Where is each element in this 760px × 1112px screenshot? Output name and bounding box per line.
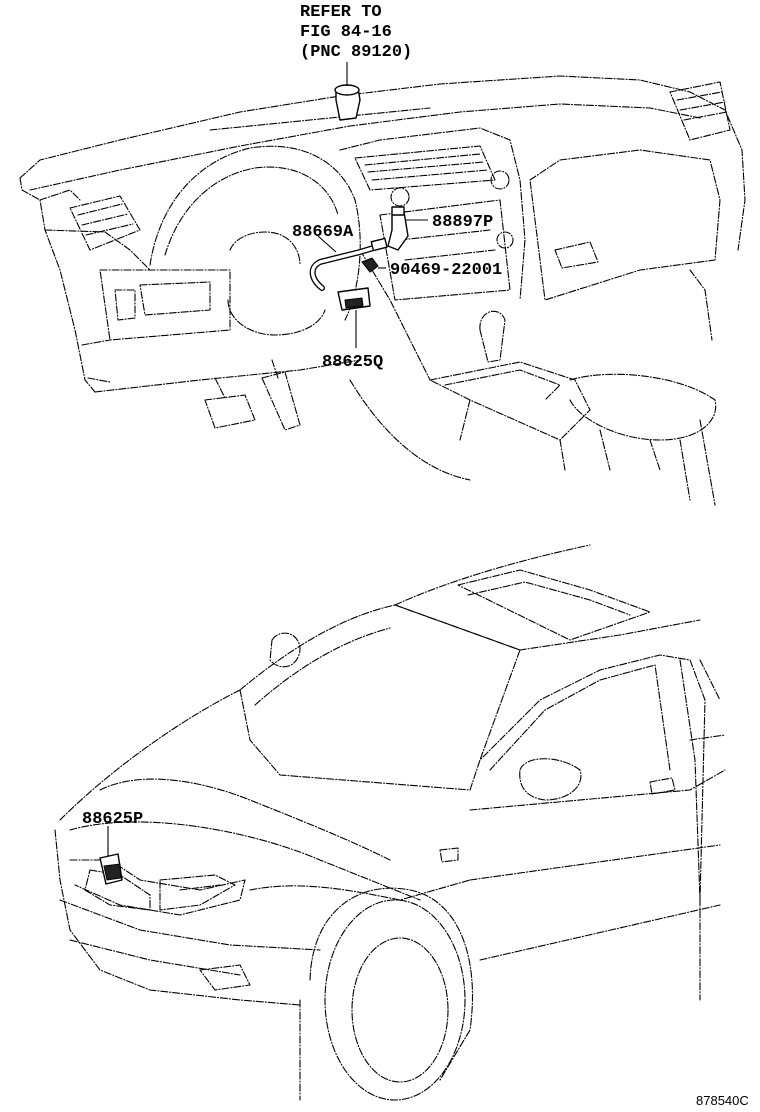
sensor-88625p-part: [99, 826, 123, 885]
part-label-88625p: 88625P: [82, 810, 143, 829]
hose-88669a-part: [309, 235, 388, 291]
refer-to-label-line1: REFER TO: [300, 3, 382, 22]
clamp-90469-part: [361, 257, 386, 273]
dashboard-illustration: [19, 62, 746, 506]
car-illustration: [54, 544, 726, 1101]
diagram-code: 878540C: [696, 1093, 749, 1108]
part-label-88625q: 88625Q: [322, 353, 383, 372]
callout-labels: REFER TO FIG 84-16 (PNC 89120) 88669A 88…: [82, 3, 749, 1108]
part-label-90469-22001: 90469-22001: [390, 261, 502, 280]
sensor-88625q-part: [337, 287, 371, 348]
aspirator-88897p-part: [387, 206, 428, 251]
part-label-88897p: 88897P: [432, 213, 493, 232]
dash-center-vent-part: [334, 62, 361, 121]
part-label-88669a: 88669A: [292, 223, 354, 242]
refer-to-label-line2: FIG 84-16: [300, 23, 392, 42]
refer-to-label-line3: (PNC 89120): [300, 43, 412, 62]
